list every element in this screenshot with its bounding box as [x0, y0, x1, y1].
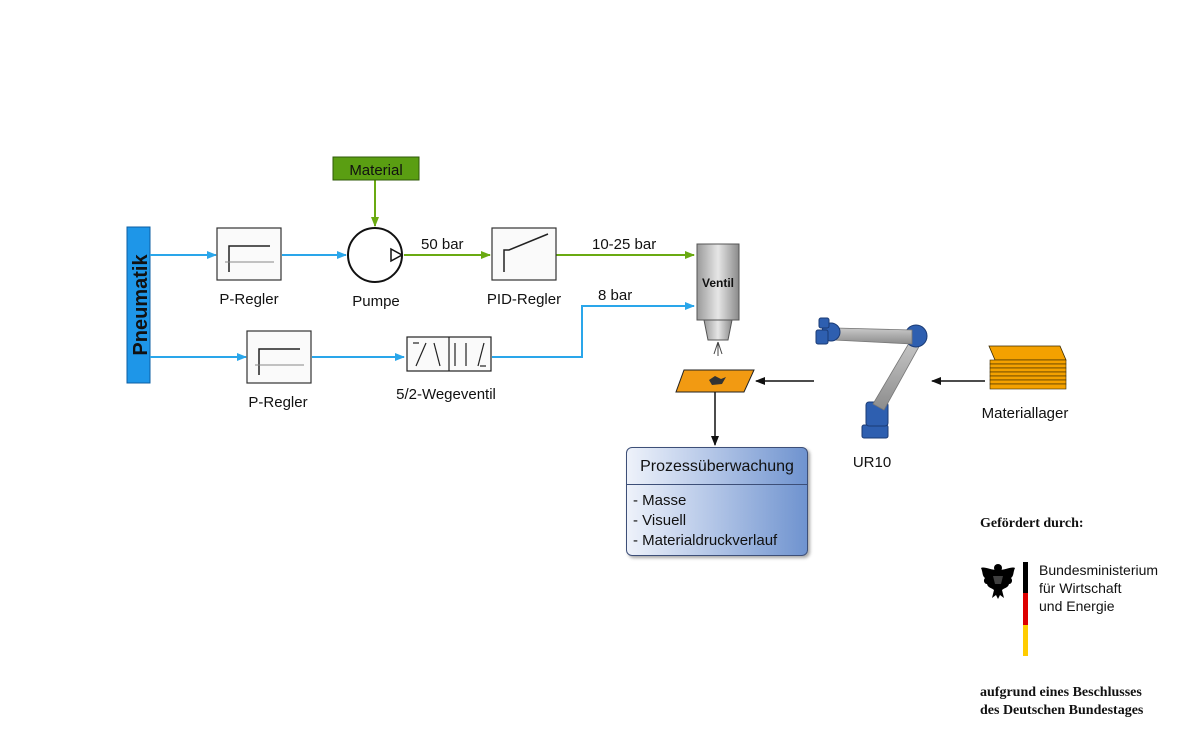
- german-flag-bar: [1023, 562, 1028, 656]
- decision-note: aufgrund eines Beschlusses des Deutschen…: [980, 684, 1143, 720]
- decision-line: aufgrund eines Beschlusses: [980, 685, 1142, 700]
- directional-valve: 5/2-Wegeventil: [396, 336, 496, 403]
- pneumatik-source: Pneumatik: [126, 226, 152, 384]
- material-source: Material: [332, 156, 420, 181]
- wegeventil-label: 5/2-Wegeventil: [396, 386, 496, 403]
- robot-arm-icon: UR10: [815, 317, 928, 471]
- decision-line: des Deutschen Bundestages: [980, 703, 1144, 718]
- monitoring-list: - Masse - Visuell - Materialdruckverlauf: [627, 485, 807, 551]
- pressure-10-25-label: 10-25 bar: [592, 236, 656, 253]
- ministry-name: Bundesministerium für Wirtschaft und Ene…: [1039, 561, 1158, 615]
- robot-label: UR10: [853, 454, 891, 471]
- funding-heading: Gefördert durch:: [980, 516, 1084, 531]
- p-controller-icon: [246, 330, 312, 384]
- p-regler-bottom-label: P-Regler: [248, 394, 307, 411]
- work-platform: [675, 369, 755, 393]
- monitoring-item: - Materialdruckverlauf: [633, 532, 778, 549]
- material-stack-icon: Materiallager: [982, 345, 1069, 422]
- pneumatic-lines: [150, 251, 695, 361]
- p-controller-bottom: P-Regler: [246, 330, 312, 411]
- p-regler-top-label: P-Regler: [219, 291, 278, 308]
- pressure-8-label: 8 bar: [598, 287, 632, 304]
- flow-arrows: [711, 377, 985, 446]
- monitoring-item: - Visuell: [633, 512, 687, 529]
- ventil-label: Ventil: [702, 276, 734, 290]
- federal-eagle-icon: [981, 564, 1015, 599]
- pumpe-label: Pumpe: [352, 293, 400, 310]
- pid-regler-label: PID-Regler: [487, 291, 561, 308]
- pid-controller-icon: [491, 227, 557, 281]
- pump: Pumpe: [347, 227, 404, 310]
- material-label: Material: [349, 162, 402, 179]
- p-controller-top: P-Regler: [216, 227, 282, 308]
- pressure-50-label: 50 bar: [421, 236, 464, 253]
- ministry-line: für Wirtschaft: [1039, 580, 1122, 596]
- valve-nozzle-icon: [696, 243, 740, 321]
- ministry-line: und Energie: [1039, 598, 1115, 614]
- p-controller-icon: [216, 227, 282, 281]
- valve-nozzle: Ventil: [696, 243, 740, 356]
- material-lines: [371, 180, 695, 259]
- monitoring-item: - Masse: [633, 492, 687, 509]
- process-monitoring-box: Prozessüberwachung - Masse - Visuell - M…: [626, 447, 808, 556]
- ministry-line: Bundesministerium: [1039, 562, 1159, 578]
- funding-notice: Gefördert durch: Bundesministerium für W…: [980, 516, 1195, 718]
- materiallager-label: Materiallager: [982, 405, 1069, 422]
- pid-controller: PID-Regler: [487, 227, 561, 308]
- pneumatik-label: Pneumatik: [130, 254, 152, 356]
- monitoring-title: Prozessüberwachung: [627, 448, 807, 485]
